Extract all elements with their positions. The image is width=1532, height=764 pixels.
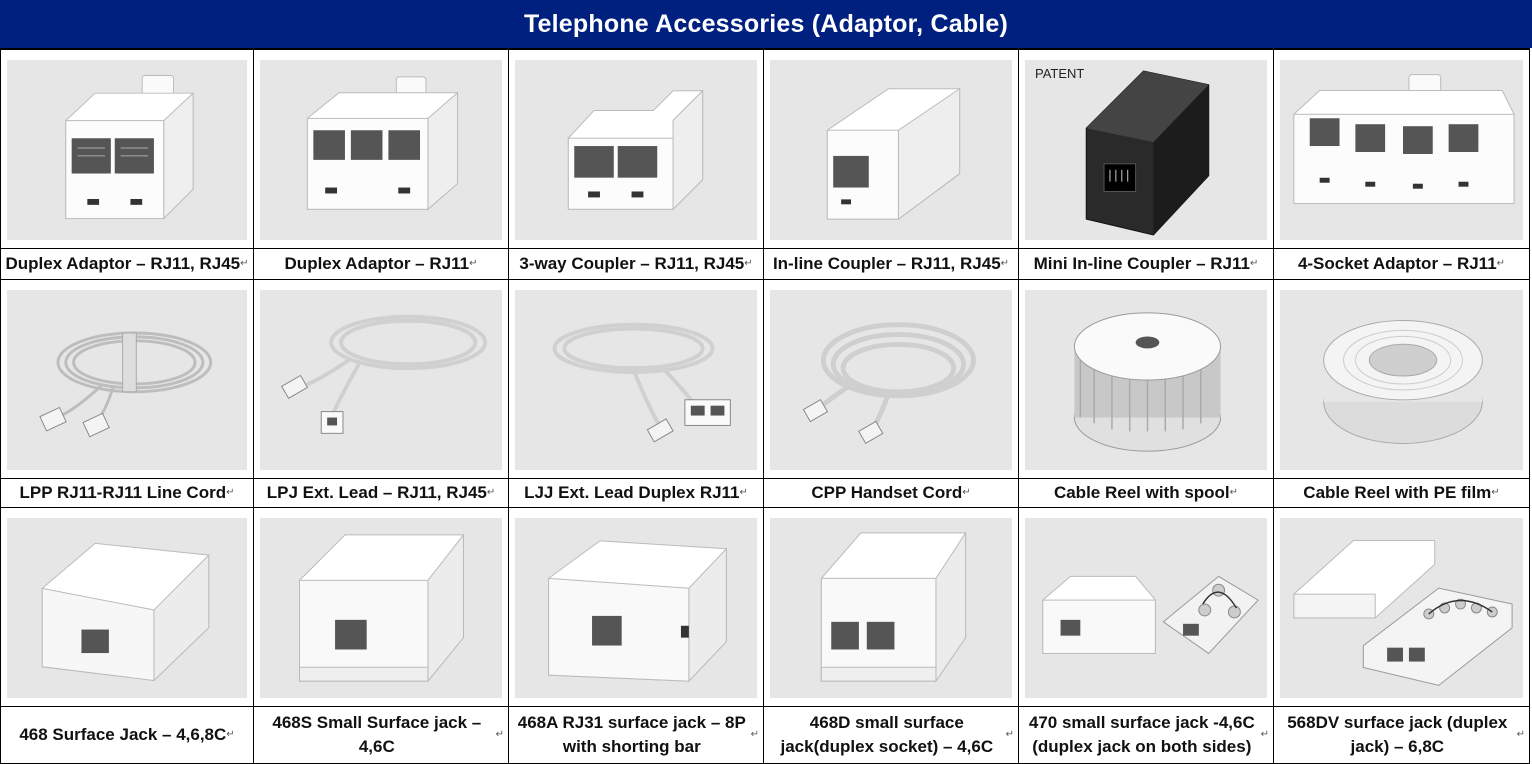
surface-jack-icon (41, 542, 210, 682)
product-cell[interactable]: Cable Reel with spool↵ (1019, 280, 1274, 508)
product-cell[interactable]: 468D small surface jack(duplex socket) –… (764, 508, 1019, 764)
patent-label: PATENT (1035, 66, 1085, 81)
extension-lead-icon (281, 314, 488, 434)
product-caption: 470 small surface jack -4,6C (duplex jac… (1019, 706, 1273, 763)
inline-coupler-icon (826, 87, 961, 221)
product-caption: 468S Small Surface jack – 4,6C↵ (254, 706, 508, 763)
product-caption: 468 Surface Jack – 4,6,8C↵ (1, 706, 253, 763)
product-photo (515, 518, 757, 698)
product-cell[interactable]: CPP Handset Cord↵ (764, 280, 1019, 508)
product-cell[interactable]: 468 Surface Jack – 4,6,8C↵ (0, 508, 254, 764)
product-photo (1025, 518, 1267, 698)
product-cell[interactable]: LPJ Ext. Lead – RJ11, RJ45↵ (254, 280, 509, 508)
page-title: Telephone Accessories (Adaptor, Cable) (0, 0, 1532, 48)
product-grid: Duplex Adaptor – RJ11, RJ45↵ Duplex Adap… (0, 48, 1530, 764)
product-caption: Duplex Adaptor – RJ11, RJ45↵ (1, 248, 253, 279)
product-caption: Mini In-line Coupler – RJ11↵ (1019, 248, 1273, 279)
product-caption: 3-way Coupler – RJ11, RJ45↵ (509, 248, 763, 279)
product-photo (1280, 518, 1523, 698)
product-caption: LJJ Ext. Lead Duplex RJ11↵ (509, 478, 763, 507)
product-cell[interactable]: Duplex Adaptor – RJ11, RJ45↵ (0, 50, 254, 280)
duplex-surface-jack-icon (820, 531, 967, 683)
product-photo (770, 290, 1012, 470)
product-caption: 468D small surface jack(duplex socket) –… (764, 706, 1018, 763)
product-cell[interactable]: 4-Socket Adaptor – RJ11↵ (1274, 50, 1530, 280)
three-way-coupler-icon (567, 89, 704, 211)
duplex-extension-lead-icon (552, 322, 731, 443)
cable-reel-spool-icon (1073, 312, 1222, 452)
product-photo (7, 290, 247, 470)
product-cell[interactable]: PATENT Mini In-line Coupler – RJ11↵ (1019, 50, 1274, 280)
product-photo (260, 290, 502, 470)
product-cell[interactable]: In-line Coupler – RJ11, RJ45↵ (764, 50, 1019, 280)
product-cell[interactable]: 468A RJ31 surface jack – 8P with shortin… (509, 508, 764, 764)
open-surface-jack-icon (1042, 575, 1259, 655)
product-photo (7, 60, 247, 240)
duplex-surface-jack-open-icon (1293, 540, 1513, 686)
product-photo (515, 290, 757, 470)
line-cord-icon (39, 331, 213, 438)
small-surface-jack-icon (299, 533, 464, 683)
product-photo (770, 60, 1012, 240)
product-photo: PATENT (1025, 60, 1267, 240)
mini-inline-coupler-icon (1085, 70, 1210, 236)
product-caption: Duplex Adaptor – RJ11↵ (254, 248, 508, 279)
rj31-surface-jack-icon (548, 540, 727, 683)
product-cell[interactable]: Duplex Adaptor – RJ11↵ (254, 50, 509, 280)
product-photo (1025, 290, 1267, 470)
product-photo (770, 518, 1012, 698)
product-photo (7, 518, 247, 698)
triple-adaptor-icon (306, 76, 459, 211)
four-socket-adaptor-icon (1293, 74, 1515, 205)
product-cell[interactable]: 468S Small Surface jack – 4,6C↵ (254, 508, 509, 764)
product-caption: Cable Reel with spool↵ (1019, 478, 1273, 507)
coiled-handset-cord-icon (802, 322, 976, 444)
product-photo (515, 60, 757, 240)
product-caption: 568DV surface jack (duplex jack) – 6,8C↵ (1274, 706, 1529, 763)
product-photo (260, 518, 502, 698)
product-photo (1280, 60, 1523, 240)
product-caption: CPP Handset Cord↵ (764, 478, 1018, 507)
product-caption: Cable Reel with PE film↵ (1274, 478, 1529, 507)
product-caption: 4-Socket Adaptor – RJ11↵ (1274, 248, 1529, 279)
duplex-adaptor-icon (65, 75, 194, 220)
product-caption: LPJ Ext. Lead – RJ11, RJ45↵ (254, 478, 508, 507)
product-caption: LPP RJ11-RJ11 Line Cord↵ (1, 478, 253, 507)
product-cell[interactable]: 470 small surface jack -4,6C (duplex jac… (1019, 508, 1274, 764)
product-cell[interactable]: LPP RJ11-RJ11 Line Cord↵ (0, 280, 254, 508)
product-cell[interactable]: LJJ Ext. Lead Duplex RJ11↵ (509, 280, 764, 508)
product-photo (260, 60, 502, 240)
product-caption: In-line Coupler – RJ11, RJ45↵ (764, 248, 1018, 279)
product-cell[interactable]: 3-way Coupler – RJ11, RJ45↵ (509, 50, 764, 280)
product-caption: 468A RJ31 surface jack – 8P with shortin… (509, 706, 763, 763)
product-cell[interactable]: Cable Reel with PE film↵ (1274, 280, 1530, 508)
product-photo (1280, 290, 1523, 470)
product-cell[interactable]: 568DV surface jack (duplex jack) – 6,8C↵ (1274, 508, 1530, 764)
cable-reel-film-icon (1323, 319, 1483, 444)
